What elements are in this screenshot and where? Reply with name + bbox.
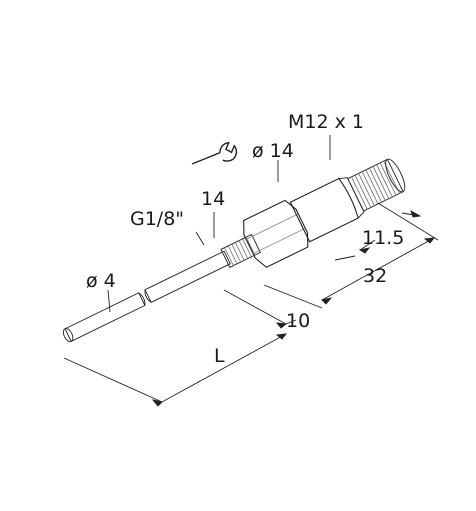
hex-nut (243, 199, 309, 268)
connector-thread (347, 158, 406, 212)
label-dim-L: L (214, 345, 225, 367)
label-dim-11-5: 11.5 (362, 227, 404, 249)
label-wrench-size: 14 (201, 188, 225, 210)
sensor-body (289, 177, 365, 243)
probe-rod-base (144, 250, 231, 303)
label-dim-10: 10 (286, 310, 310, 332)
dimension-lines (63, 202, 439, 407)
probe-rod-tip (62, 292, 146, 343)
sensor-assembly (62, 158, 406, 343)
leader-lines (107, 135, 331, 313)
process-thread (220, 233, 261, 268)
label-dim-32: 32 (363, 265, 387, 287)
wrench-icon (191, 141, 238, 165)
label-thread-connector: M12 x 1 (288, 111, 364, 133)
label-process-thread: G1/8" (130, 208, 184, 230)
label-diameter-probe: ø 4 (86, 270, 116, 292)
label-diameter-body: ø 14 (252, 140, 294, 162)
